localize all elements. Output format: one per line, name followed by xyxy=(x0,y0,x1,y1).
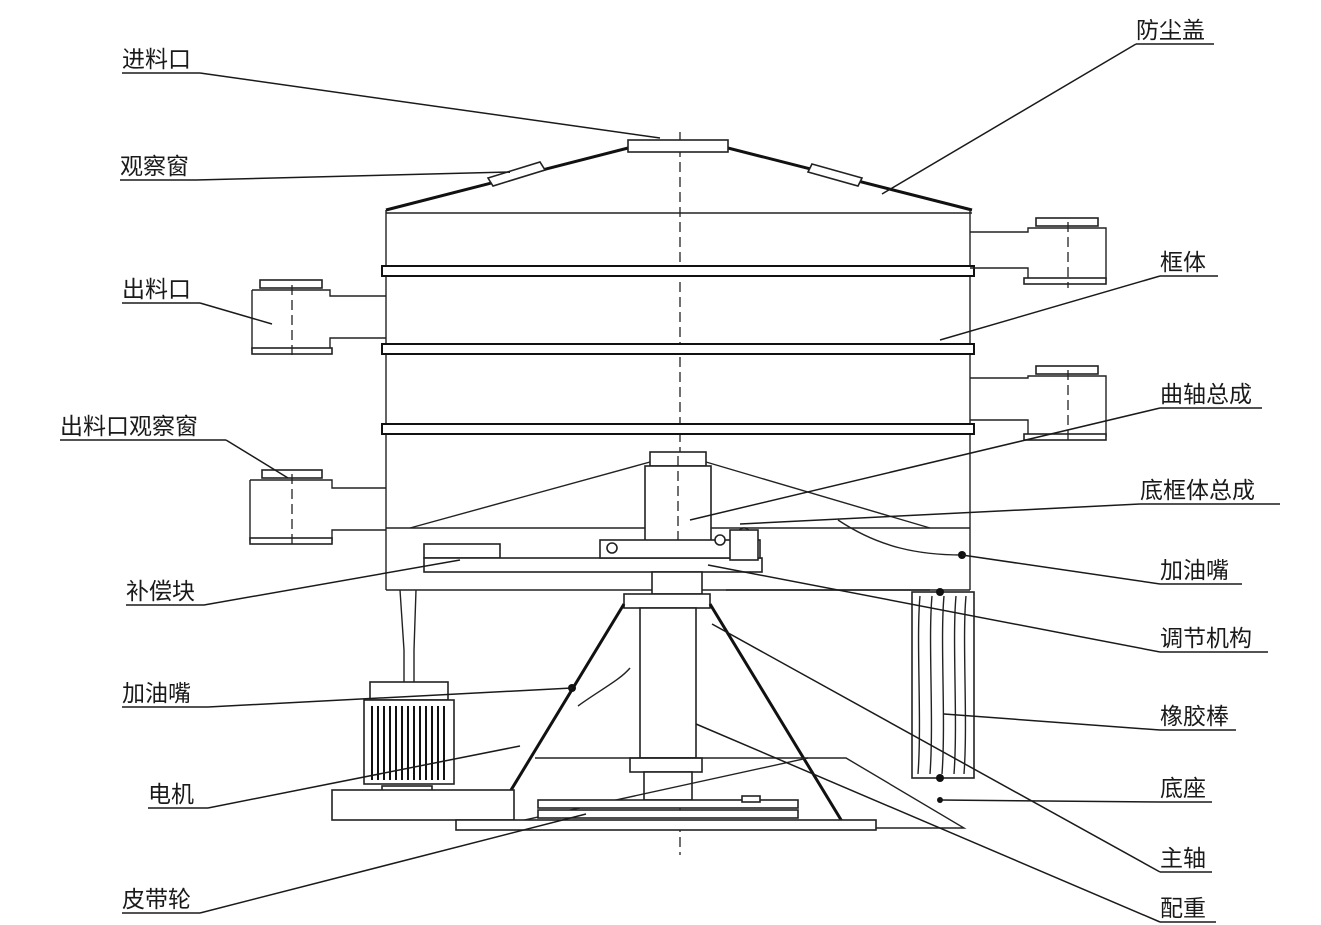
label-oil-nozzle-right: 加油嘴 xyxy=(1160,558,1229,584)
dust-cover-shape xyxy=(385,139,973,214)
label-discharge-outlet: 出料口 xyxy=(122,277,191,303)
label-motor: 电机 xyxy=(148,782,194,808)
rubber-rod-shape xyxy=(911,588,975,782)
crankshaft-assembly-shape xyxy=(644,451,712,548)
label-rubber-rod: 橡胶棒 xyxy=(1160,704,1229,730)
label-adjusting-mechanism: 调节机构 xyxy=(1160,626,1252,652)
belt-pulley-shape xyxy=(537,795,799,819)
motor-base-shape xyxy=(331,789,877,831)
label-belt-pulley: 皮带轮 xyxy=(122,887,191,913)
labels-left: 进料口 观察窗 出料口 出料口观察窗 补偿块 加油嘴 电机 皮带轮 xyxy=(60,47,198,913)
label-frame-body: 框体 xyxy=(1160,250,1206,276)
labels-right: 防尘盖 框体 曲轴总成 底框体总成 加油嘴 调节机构 橡胶棒 底座 主轴 配重 xyxy=(1136,18,1255,922)
label-main-shaft: 主轴 xyxy=(1160,846,1206,872)
label-outlet-observation-window: 出料口观察窗 xyxy=(60,414,198,440)
right-outlet-shapes xyxy=(970,217,1107,444)
label-compensation-block: 补偿块 xyxy=(126,579,195,605)
base-cone-shape xyxy=(486,603,967,829)
label-counterweight: 配重 xyxy=(1160,896,1206,922)
machine-drawing xyxy=(249,132,1107,855)
label-base: 底座 xyxy=(1160,776,1206,802)
observation-window-shape xyxy=(486,161,864,187)
label-oil-nozzle-left: 加油嘴 xyxy=(122,681,191,707)
label-feed-inlet: 进料口 xyxy=(122,47,191,73)
bottom-oil-pipe xyxy=(837,519,963,556)
leader-lines xyxy=(60,43,1280,923)
frame-body-shape xyxy=(381,210,975,591)
label-crankshaft-assembly: 曲轴总成 xyxy=(1160,382,1252,408)
main-shaft-shape xyxy=(623,571,930,801)
label-dust-cover: 防尘盖 xyxy=(1136,18,1205,44)
label-observation-window: 观察窗 xyxy=(120,154,189,180)
label-bottom-frame-assembly: 底框体总成 xyxy=(1140,478,1255,504)
adjusting-plate-shape xyxy=(423,527,763,573)
left-outlet-shapes xyxy=(249,279,386,548)
